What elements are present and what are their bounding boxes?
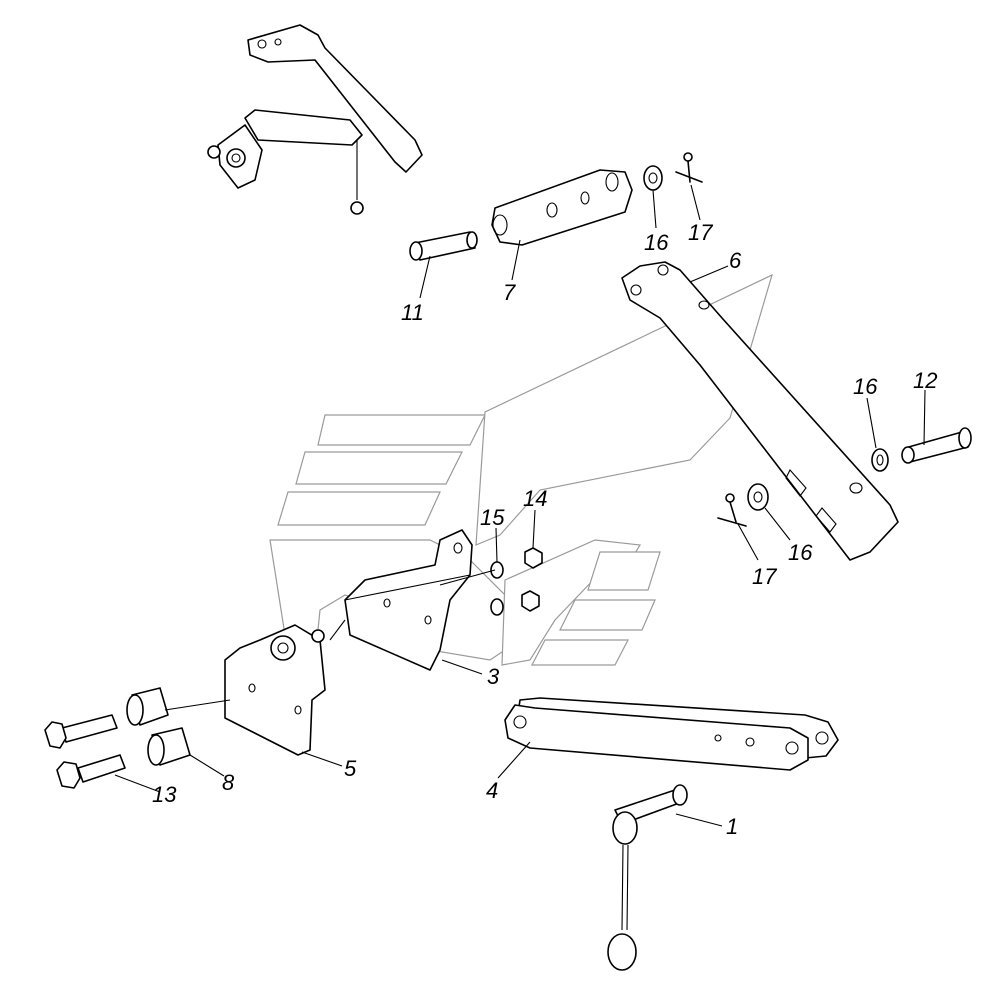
leader-lines	[114, 184, 926, 827]
part-4-link	[504, 697, 839, 771]
part-labels: 1 3 4 5 6 7 8 11 12 13 14 15 16 16 16 17…	[152, 220, 937, 839]
label-1: 1	[726, 814, 738, 839]
label-7: 7	[503, 280, 516, 305]
label-15: 15	[480, 505, 505, 530]
assembly-view	[207, 24, 423, 215]
label-13: 13	[152, 782, 177, 807]
label-16-right: 16	[853, 374, 878, 399]
guide-lines	[164, 569, 496, 711]
label-4: 4	[486, 778, 498, 803]
label-8: 8	[222, 770, 235, 795]
label-6: 6	[729, 248, 742, 273]
part-17-cotter-top	[675, 152, 703, 183]
label-12: 12	[913, 368, 937, 393]
part-16-washer-lower	[747, 483, 769, 511]
part-14-nut	[521, 547, 543, 612]
part-16-washer-right	[871, 448, 889, 472]
label-16-top: 16	[644, 230, 669, 255]
part-13-bolt	[44, 714, 126, 789]
part-16-washer-top	[643, 165, 663, 191]
part-5-mount	[224, 624, 326, 756]
label-3: 3	[487, 664, 500, 689]
label-11: 11	[401, 300, 424, 325]
part-1-pin-chain	[607, 784, 688, 971]
part-12-pin	[901, 427, 972, 464]
label-14: 14	[523, 486, 547, 511]
label-16-lower: 16	[788, 540, 813, 565]
part-8-bushing	[126, 687, 191, 766]
part-17-cotter-lower	[717, 493, 747, 527]
part-3-plate	[344, 529, 473, 671]
part-15-washer	[490, 561, 504, 616]
part-6-arm	[621, 261, 899, 561]
label-17-lower: 17	[752, 564, 777, 589]
part-7-bracket	[491, 169, 633, 246]
label-17-top: 17	[688, 220, 713, 245]
label-5: 5	[344, 756, 357, 781]
part-11-pin	[409, 231, 478, 261]
